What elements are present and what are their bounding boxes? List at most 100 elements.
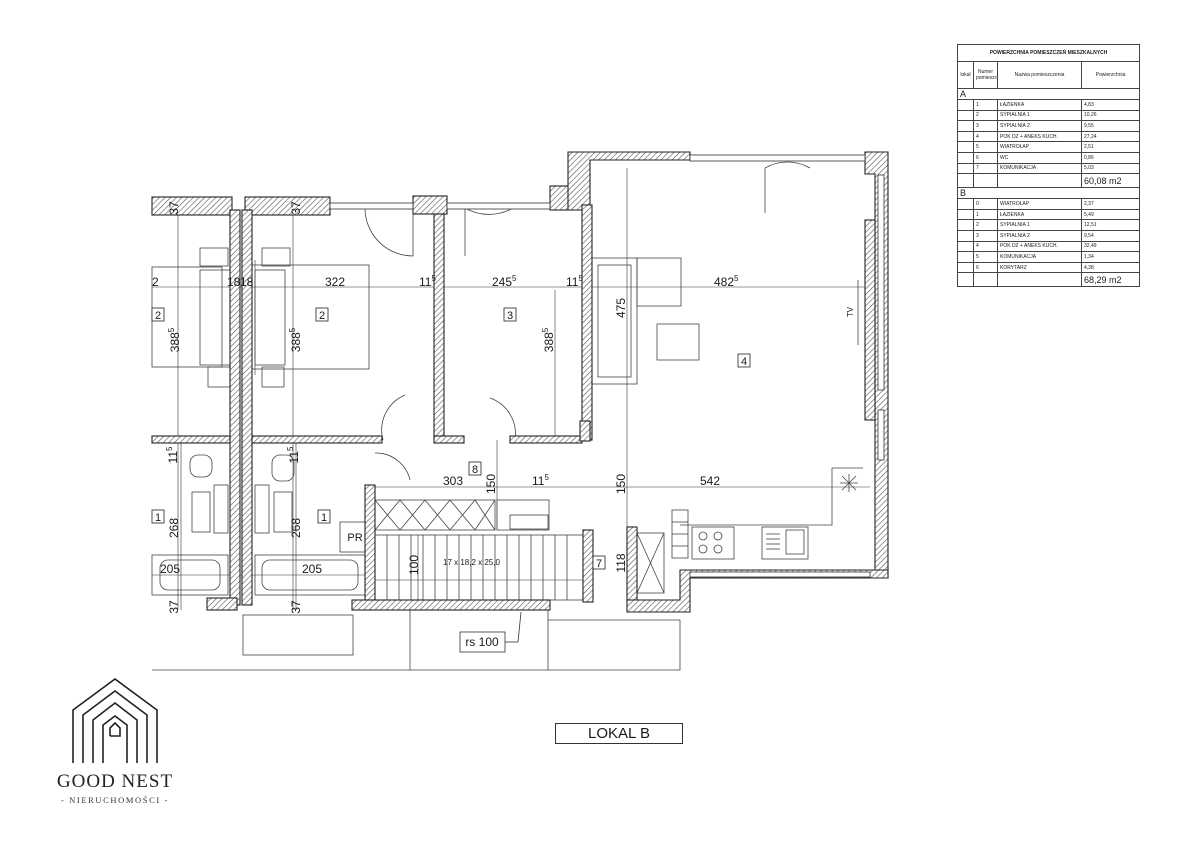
cell-name: SYPIALNIA 1 [997, 109, 1082, 122]
dim-322: 322 [325, 275, 345, 289]
dim-150-b: 150 [614, 474, 628, 494]
cell-no: 4 [973, 130, 998, 143]
lokal-label: LOKAL B [555, 723, 683, 744]
room-numbers [151, 307, 751, 570]
walls [151, 151, 889, 613]
dim-11-left: 115 [165, 446, 180, 463]
cell-empty [957, 219, 974, 231]
cell-empty [957, 162, 974, 175]
section-label: B [956, 187, 1141, 200]
cell-no: 1 [973, 99, 998, 111]
dim-100: 100 [407, 555, 421, 575]
cell-name: WIATROŁAP [997, 141, 1082, 153]
room-1-left: 1 [155, 512, 161, 524]
cell-empty [957, 272, 974, 288]
cell-empty [957, 141, 974, 153]
cell-area: 2,51 [1080, 141, 1141, 153]
cell-no: 3 [973, 229, 998, 242]
dim-245: 2455 [492, 274, 517, 289]
room-1: 1 [321, 512, 327, 524]
cell-empty [973, 272, 998, 288]
table-title: POWIERZCHNIA POMIESZCZEŃ MIESZKALNYCH [956, 44, 1141, 62]
plan-labels: TV PR 17 x 18,2 x 25,0 rs 100 [347, 306, 855, 653]
cell-area: 10,26 [1080, 109, 1141, 122]
cell-no: 6 [973, 151, 998, 164]
cell-empty [957, 109, 974, 122]
cell-no: 3 [973, 120, 998, 132]
cell-name: ŁAZIENKA [997, 99, 1082, 111]
dim-475: 475 [614, 298, 628, 318]
area-table: POWIERZCHNIA POMIESZCZEŃ MIESZKALNYCH lo… [956, 44, 1141, 288]
cell-area: 0,86 [1080, 151, 1141, 164]
room-7: 7 [596, 558, 602, 570]
furniture [151, 161, 863, 671]
dim-303: 303 [443, 474, 463, 488]
cell-no: 6 [973, 261, 998, 274]
cell-name: KOMUNIKACJA [997, 251, 1082, 263]
cell-name: POK DZ + ANEKS KUCH. [997, 130, 1082, 143]
header-numer: Numer pomieszczenia [973, 61, 998, 89]
dim-37-bottom-left: 37 [167, 600, 181, 614]
cell-name: KORYTARZ [997, 261, 1082, 274]
cell-empty [997, 173, 1082, 189]
cell-area: 1,34 [1080, 251, 1141, 263]
cell-empty [957, 251, 974, 263]
cell-empty [957, 173, 974, 189]
dim-37-top: 37 [289, 201, 303, 215]
header-lokal: lokal [957, 61, 974, 89]
dim-482: 4825 [714, 274, 739, 289]
cell-name: POK DZ + ANEKS KUCH. [997, 240, 1082, 253]
cell-area: 27,24 [1080, 130, 1141, 143]
cell-area: 5,03 [1080, 162, 1141, 175]
windows [329, 154, 885, 578]
cell-name: SYPIALNIA 2 [997, 229, 1082, 242]
room-2-left: 2 [155, 310, 161, 322]
dim-388-right: 3885 [541, 327, 556, 352]
room-number-labels: 2 2 3 4 8 1 1 7 [155, 310, 747, 570]
rs-label: rs 100 [465, 635, 499, 649]
section-label: A [956, 88, 1141, 100]
dim-388-left: 3885 [167, 327, 182, 352]
total-area: 60,08 m2 [1080, 173, 1141, 189]
cell-name: ŁAZIENKA [997, 208, 1082, 221]
dim-268-left: 268 [167, 518, 181, 538]
cell-name: KOMUNIKACJA [997, 162, 1082, 175]
dim-388-mid: 3885 [288, 327, 303, 352]
cell-area: 4,83 [1080, 99, 1141, 111]
cell-area: 4,38 [1080, 261, 1141, 274]
dimension-labels: 37 37 2 18 18 322 115 2455 115 4825 3885… [152, 201, 739, 614]
dim-118: 118 [614, 553, 628, 572]
dim-205-left: 205 [160, 562, 180, 576]
cell-empty [957, 208, 974, 221]
header-powierzchnia: Powierzchnia [1080, 61, 1141, 89]
cell-empty [973, 173, 998, 189]
cell-area: 2,37 [1080, 198, 1141, 210]
cell-empty [957, 198, 974, 210]
company-logo: GOOD NEST - NIERUCHOMOŚCI - [52, 676, 178, 805]
dim-11-b: 115 [566, 274, 583, 289]
tv-label: TV [846, 306, 855, 317]
cell-no: 5 [973, 251, 998, 263]
cell-no: 4 [973, 240, 998, 253]
cell-no: 2 [973, 219, 998, 231]
cell-empty [997, 272, 1082, 288]
dim-18-a: 18 [227, 275, 241, 289]
cell-empty [957, 130, 974, 143]
cell-name: SYPIALNIA 2 [997, 120, 1082, 132]
cell-no: 2 [973, 109, 998, 122]
house-logo-icon [72, 678, 158, 763]
dim-37-top-left: 37 [167, 201, 181, 215]
room-2: 2 [319, 310, 325, 322]
